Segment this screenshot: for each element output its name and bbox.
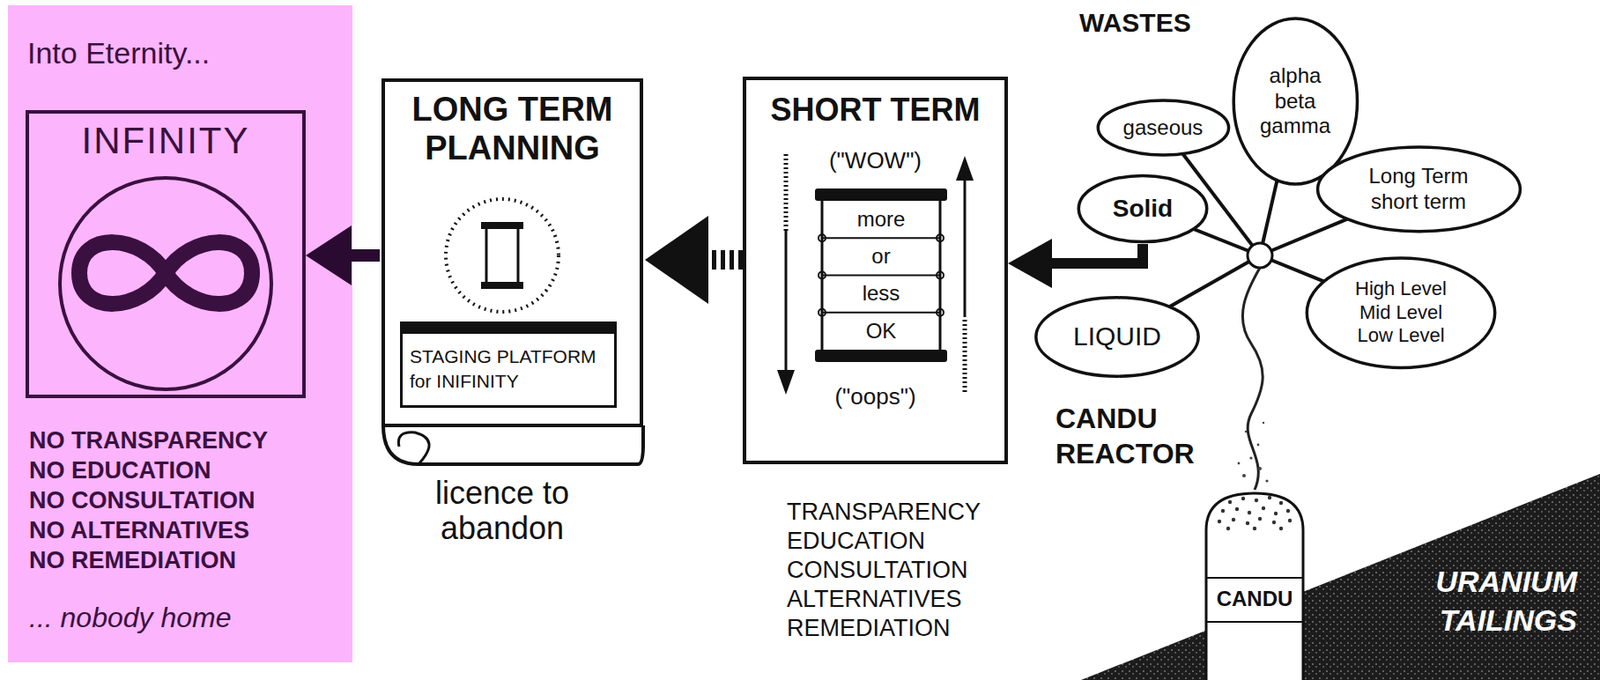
petal-text: Solid: [1112, 193, 1173, 224]
arrow-shaft: [350, 249, 380, 262]
arrow-head: [1007, 238, 1052, 289]
band-text: more: [814, 206, 948, 233]
small-scroll: [486, 227, 519, 284]
band-text: less: [814, 280, 948, 307]
list-item: TRANSPARENCY: [786, 497, 1008, 526]
panel-text: NO CONSULTATION: [29, 486, 342, 515]
uranium-tailings-heap: [1081, 474, 1600, 680]
smoke-speckle: [1237, 422, 1269, 483]
up-arrow-speckle: [962, 317, 968, 393]
list-item: EDUCATION: [786, 526, 1008, 556]
tailings-label: URANIUM TAILINGS: [1396, 562, 1578, 640]
small-scroll-rod: [481, 222, 524, 230]
box-text: ("WOW"): [746, 147, 1005, 175]
infinity-circle: [59, 177, 272, 390]
arrow-head: [644, 215, 709, 304]
panel-text: Into Eternity...: [27, 35, 336, 72]
down-arrow-speckle: [784, 154, 789, 231]
flower-hub: [1247, 243, 1273, 268]
eternity-panel: Into Eternity... NO TRANSPARENCYNO EDUCAT…: [7, 5, 353, 663]
box-text: ("oops"): [746, 383, 1005, 411]
panel-text: NO ALTERNATIVES: [29, 516, 342, 545]
candu-reactor-outline: [1203, 489, 1306, 680]
down-arrow: [785, 230, 788, 372]
petal-text: Long Term short term: [1352, 163, 1485, 215]
petal-text: LIQUID: [1073, 320, 1162, 353]
waste-petal: LIQUID: [1033, 295, 1201, 379]
up-arrow: [963, 178, 967, 318]
box-title: INFINITY: [29, 118, 303, 163]
reactor-label: CANDU REACTOR: [1055, 400, 1206, 472]
small-scroll-rod: [481, 281, 524, 289]
petal-text: High Level Mid Level Low Level: [1350, 277, 1452, 348]
panel-text: ... nobody home: [29, 600, 338, 635]
flow-arrow: [644, 215, 743, 304]
down-arrow-head: [777, 370, 795, 395]
waste-petal: High Level Mid Level Low Level: [1303, 254, 1498, 371]
petal-text: alpha beta gamma: [1257, 63, 1333, 140]
up-arrow-head: [955, 155, 974, 181]
list-item: REMEDIATION: [786, 614, 1008, 643]
panel-text: NO REMEDIATION: [29, 546, 342, 575]
candu-reactor: CANDU: [1203, 489, 1306, 680]
panel-text: NO EDUCATION: [29, 456, 342, 485]
arrow-head: [305, 225, 352, 286]
reactor-text: CANDU: [1203, 586, 1306, 613]
arrow-shaft: [1051, 244, 1143, 264]
panel-text: NO TRANSPARENCY: [29, 426, 342, 455]
infinity-box: INFINITY: [25, 110, 306, 399]
short-term-scroll: more or lessOK: [814, 188, 948, 363]
infinity-symbol: [79, 242, 252, 304]
caption-note: licence to abandon: [387, 475, 617, 546]
long-term-scroll: LONG TERM PLANNING STAGING PLATFORM for I…: [379, 76, 645, 470]
flow-arrow: [305, 225, 380, 286]
arrow-shaft: [707, 250, 743, 270]
petal-text: gaseous: [1123, 115, 1204, 141]
list-item: ALTERNATIVES: [786, 585, 1008, 614]
waste-petal: gaseous: [1096, 98, 1231, 157]
scroll-title: LONG TERM PLANNING: [392, 90, 632, 168]
waste-petal: Solid: [1076, 173, 1209, 245]
smoke-plume: [1242, 267, 1263, 490]
staging-platform-box: STAGING PLATFORM for INIFINITY: [400, 321, 617, 408]
dotted-circle: [445, 199, 559, 312]
band-text: OK: [814, 318, 948, 345]
section-title: WASTES: [1079, 7, 1192, 39]
list-item: CONSULTATION: [786, 555, 1008, 585]
box-text: SHORT TERM: [746, 90, 1005, 129]
short-term-box: SHORT TERM ("WOW") ("oops") more or lessOK: [742, 76, 1008, 465]
platform-text: STAGING PLATFORM for INIFINITY: [409, 344, 609, 395]
flow-arrow: [1007, 238, 1143, 289]
waste-petal: Long Term short term: [1314, 144, 1524, 235]
band-text: or: [814, 243, 948, 270]
pink-panel: [7, 5, 353, 663]
